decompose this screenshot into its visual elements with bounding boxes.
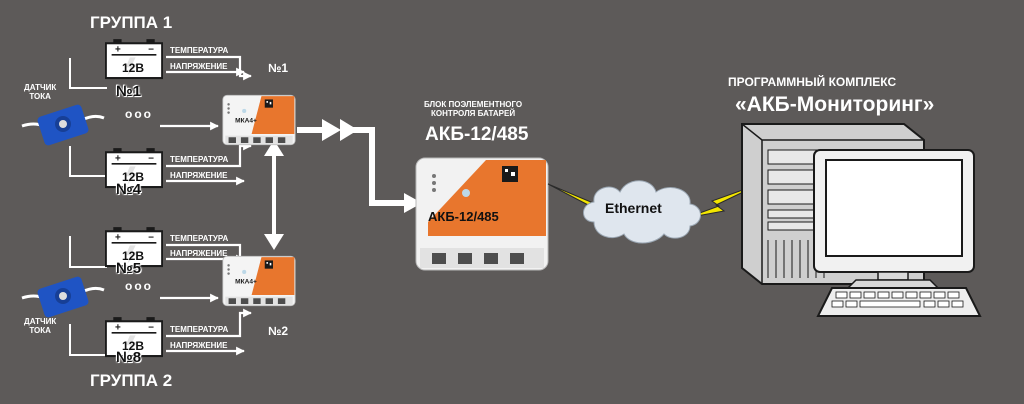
temperature-label: ТЕМПЕРАТУРА xyxy=(170,46,229,55)
ellipsis-2: ooo xyxy=(125,279,153,293)
group-1-title: ГРУППА 1 xyxy=(90,13,173,32)
akb-block-device xyxy=(415,157,549,271)
mka-number-2: №2 xyxy=(268,324,289,338)
voltage-label: НАПРЯЖЕНИЕ xyxy=(170,171,228,180)
temperature-label: ТЕМПЕРАТУРА xyxy=(170,325,229,334)
battery-voltage: 12В xyxy=(122,339,145,353)
battery-number-5: №5 xyxy=(116,260,142,277)
voltage-label: НАПРЯЖЕНИЕ xyxy=(170,62,228,71)
block-device-name: АКБ-12/485 xyxy=(428,209,499,224)
ethernet-label: Ethernet xyxy=(605,200,662,216)
ellipsis-1: ooo xyxy=(125,107,153,121)
voltage-label: НАПРЯЖЕНИЕ xyxy=(170,341,228,350)
software-title: ПРОГРАММНЫЙ КОМПЛЕКС xyxy=(728,75,897,89)
software-name: «АКБ-Мониторинг» xyxy=(735,93,935,116)
computer-illustration xyxy=(741,123,982,317)
battery-voltage: 12В xyxy=(122,249,145,263)
mka-number-1: №1 xyxy=(268,61,289,75)
voltage-label: НАПРЯЖЕНИЕ xyxy=(170,249,228,258)
battery-number-8: №8 xyxy=(116,349,142,366)
group-2-title: ГРУППА 2 xyxy=(90,371,173,390)
battery-number-4: №4 xyxy=(116,181,142,198)
current-sensor-label-2: ДАТЧИК ТОКА xyxy=(24,317,57,335)
battery-number-1: №1 xyxy=(116,83,142,100)
temperature-label: ТЕМПЕРАТУРА xyxy=(170,234,229,243)
battery-voltage: 12В xyxy=(122,170,145,184)
temperature-label: ТЕМПЕРАТУРА xyxy=(170,155,229,164)
battery-voltage: 12В xyxy=(122,61,145,75)
block-name: АКБ-12/485 xyxy=(425,124,529,145)
current-sensor-label-1: ДАТЧИК ТОКА xyxy=(24,83,57,101)
block-caption: БЛОК ПОЭЛЕМЕНТНОГО КОНТРОЛЯ БАТАРЕЙ xyxy=(424,100,523,119)
